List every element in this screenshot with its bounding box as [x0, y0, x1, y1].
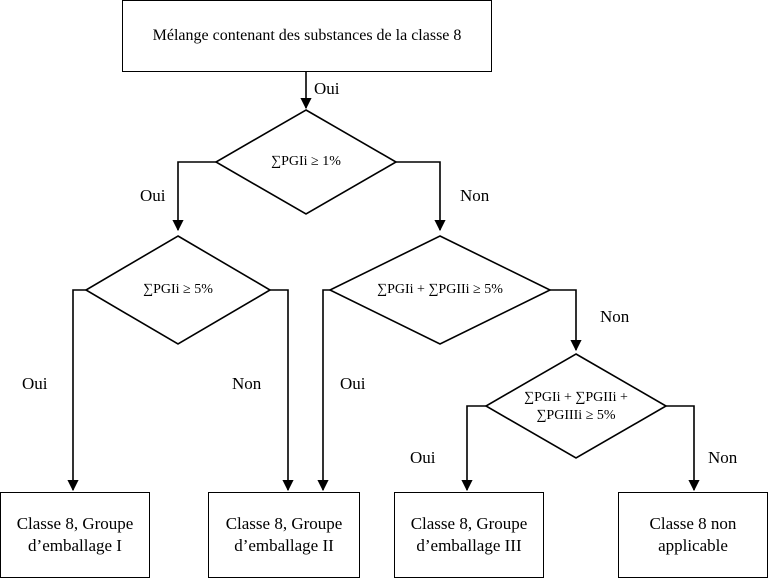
- decision-d2-shape: [84, 235, 272, 345]
- edge-d3-no: [550, 289, 582, 352]
- result-box-groupe-i: Classe 8, Groupe d’emballage I: [0, 492, 150, 578]
- edge-d4-yes: [461, 405, 486, 492]
- result-box-groupe-iii: Classe 8, Groupe d’emballage III: [394, 492, 544, 578]
- decision-d4-shape: [484, 353, 668, 459]
- result-groupe-i-line2: d’emballage I: [28, 536, 122, 555]
- decision-d2-text: ∑PGIi ≥ 5%: [143, 282, 213, 297]
- decision-d1-shape: [214, 109, 398, 215]
- result-groupe-ii-line2: d’emballage II: [234, 536, 334, 555]
- edge-d1-yes: [172, 161, 216, 232]
- decision-d4-text: ∑PGIi + ∑PGIIi + ∑PGIIIi ≥ 5%: [524, 389, 628, 425]
- start-box-text: Mélange contenant des substances de la c…: [152, 27, 462, 44]
- result-groupe-i-line1: Classe 8, Groupe: [16, 514, 134, 533]
- edge-label-d1-no: Non: [460, 186, 490, 205]
- edge-label-d4-yes: Oui: [410, 448, 436, 467]
- edge-d3-yes: [317, 289, 330, 492]
- decision-d3-shape: [328, 235, 552, 345]
- decision-d3-text: ∑PGIi + ∑PGIIi ≥ 5%: [377, 282, 503, 297]
- result-groupe-iii-line2: d’emballage III: [416, 536, 522, 555]
- result-groupe-iii-line1: Classe 8, Groupe: [410, 514, 528, 533]
- edge-label-d2-yes: Oui: [22, 374, 48, 393]
- result-box-groupe-ii: Classe 8, Groupe d’emballage II: [208, 492, 360, 578]
- edge-label-d3-no: Non: [600, 307, 630, 326]
- edge-label-start-d1: Oui: [314, 79, 340, 98]
- edge-d2-yes: [67, 289, 86, 492]
- decision-d4-line1: ∑PGIi + ∑PGIIi +: [524, 390, 628, 405]
- edge-label-d1-yes: Oui: [140, 186, 166, 205]
- result-non-applicable-line1: Classe 8 non: [649, 514, 737, 533]
- edge-label-d3-yes: Oui: [340, 374, 366, 393]
- result-box-non-applicable: Classe 8 non applicable: [618, 492, 768, 578]
- edge-label-d2-no: Non: [232, 374, 262, 393]
- decision-d1-text: ∑PGIi ≥ 1%: [271, 154, 341, 169]
- decision-d4-line2: ∑PGIIIi ≥ 5%: [536, 408, 616, 423]
- result-groupe-ii-line1: Classe 8, Groupe: [225, 514, 343, 533]
- edge-d1-no: [396, 161, 446, 232]
- edge-d2-no: [270, 289, 294, 492]
- result-non-applicable-line2: applicable: [658, 536, 728, 555]
- edge-label-d4-no: Non: [708, 448, 738, 467]
- edge-d4-no: [666, 405, 700, 492]
- start-box: Mélange contenant des substances de la c…: [122, 0, 492, 72]
